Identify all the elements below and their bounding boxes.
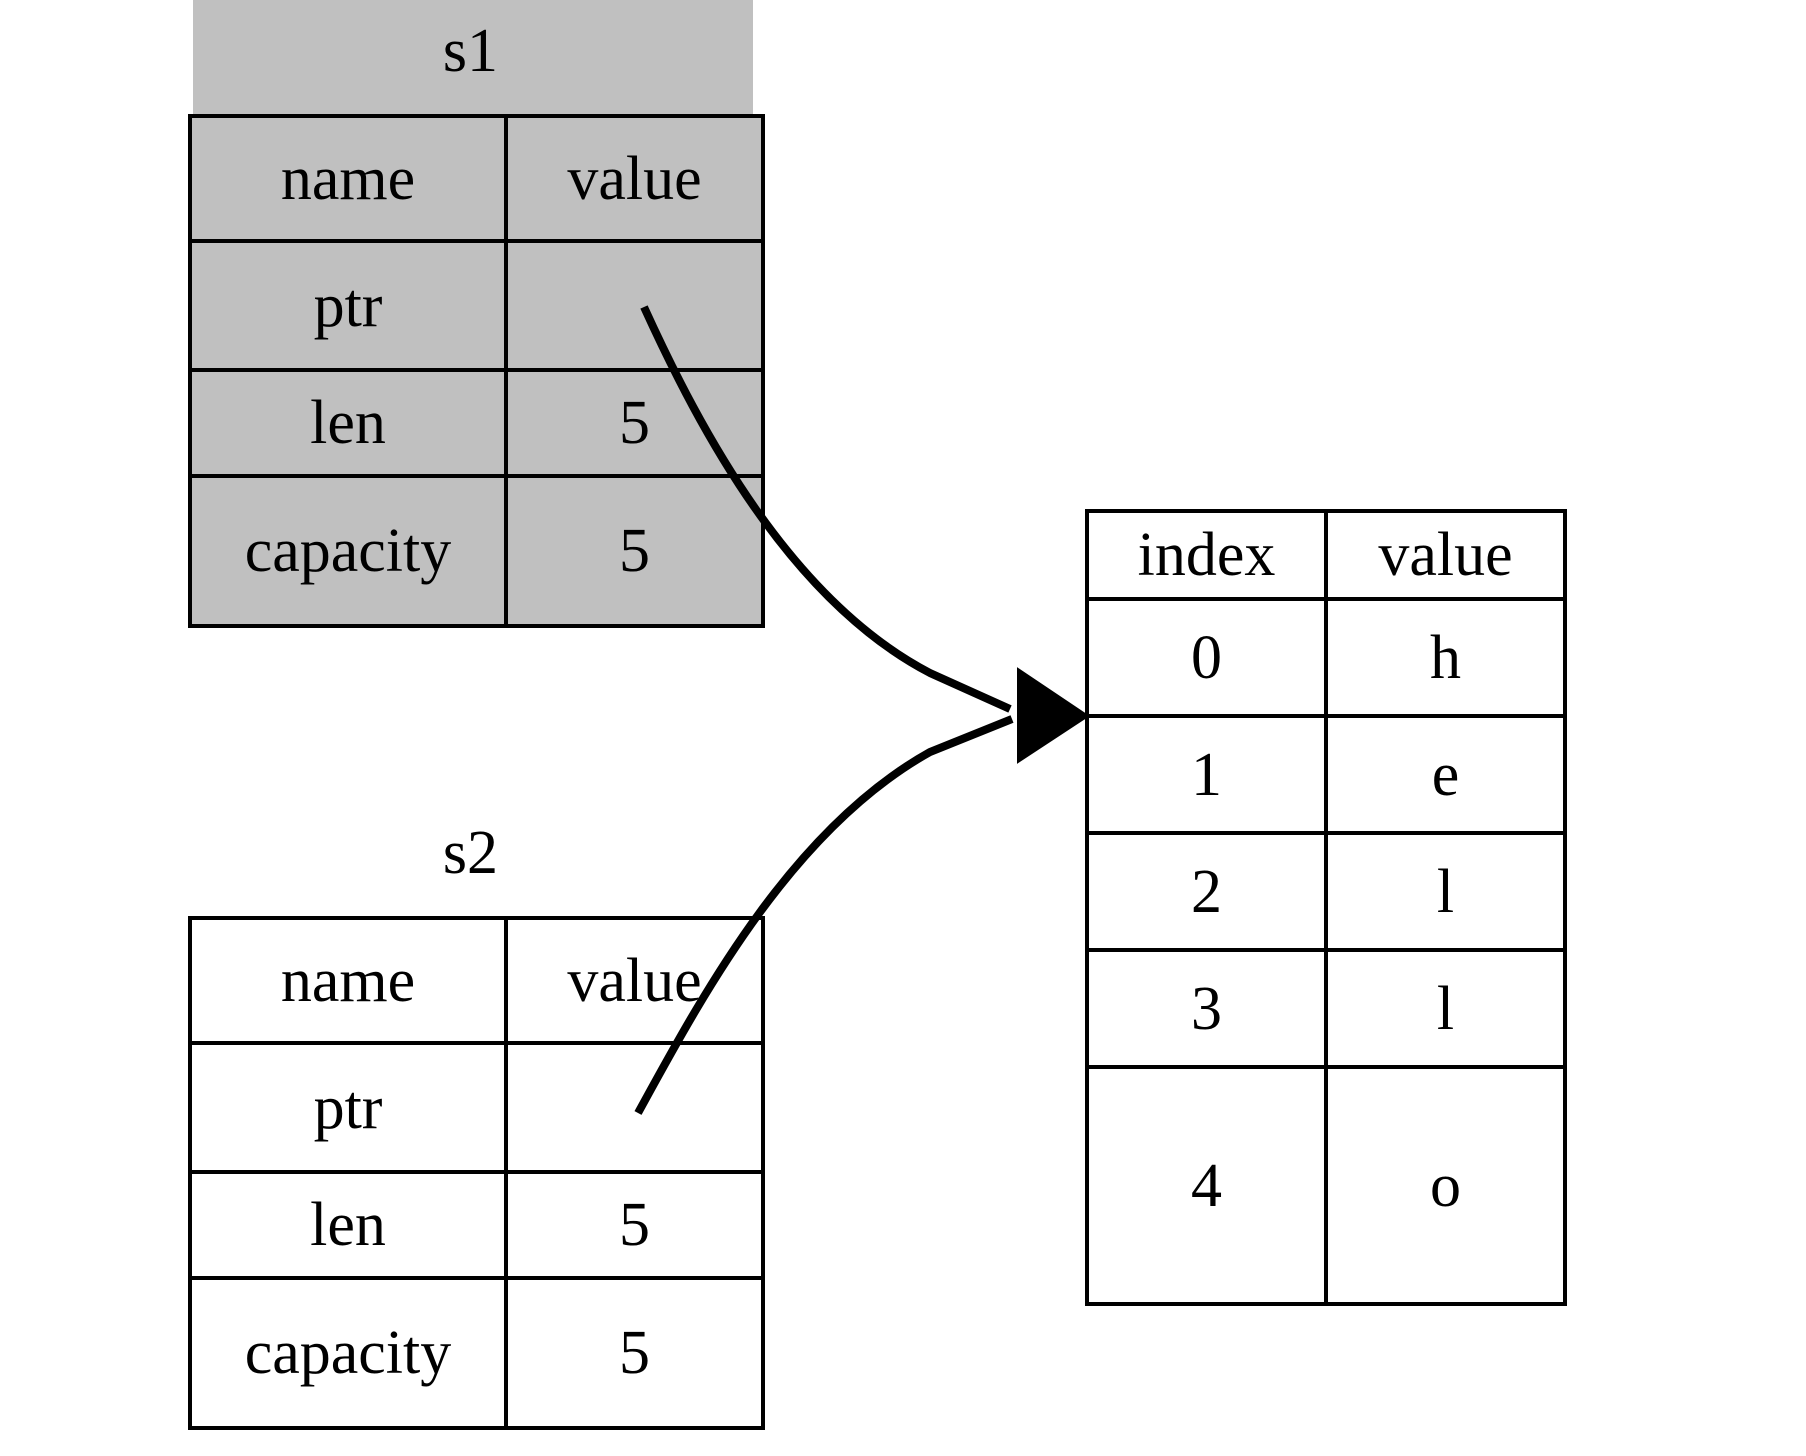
array-value-0: h bbox=[1324, 597, 1567, 718]
s1-row-len: len 5 bbox=[188, 368, 765, 478]
s2-header-row: name value bbox=[188, 916, 765, 1045]
s2-cell-len-value: 5 bbox=[504, 1170, 765, 1280]
s2-row-len: len 5 bbox=[188, 1170, 765, 1280]
s2-row-ptr: ptr bbox=[188, 1041, 765, 1174]
s2-title: s2 bbox=[442, 819, 499, 887]
s1-header-name: name bbox=[188, 114, 508, 243]
array-index-2: 2 bbox=[1085, 831, 1328, 952]
s2-cell-ptr-name: ptr bbox=[188, 1041, 508, 1174]
array-index-4: 4 bbox=[1085, 1065, 1328, 1306]
array-header-row: index value bbox=[1085, 509, 1567, 601]
s2-header-value: value bbox=[504, 916, 765, 1045]
array-header-index: index bbox=[1085, 509, 1328, 601]
s2-struct-table: name value ptr len 5 capacity 5 bbox=[188, 916, 765, 1430]
array-index-0: 0 bbox=[1085, 597, 1328, 718]
array-value-4: o bbox=[1324, 1065, 1567, 1306]
s2-cell-ptr-value bbox=[504, 1041, 765, 1174]
array-row-2: 2 l bbox=[1085, 831, 1567, 952]
array-row-3: 3 l bbox=[1085, 948, 1567, 1069]
s1-cell-len-value: 5 bbox=[504, 368, 765, 478]
s1-cell-ptr-value bbox=[504, 239, 765, 372]
array-row-4: 4 o bbox=[1085, 1065, 1567, 1306]
array-index-3: 3 bbox=[1085, 948, 1328, 1069]
s1-struct-table: name value ptr len 5 capacity 5 bbox=[188, 114, 765, 628]
array-value-2: l bbox=[1324, 831, 1567, 952]
s1-row-ptr: ptr bbox=[188, 239, 765, 372]
s1-cell-capacity-value: 5 bbox=[504, 474, 765, 628]
s1-cell-ptr-name: ptr bbox=[188, 239, 508, 372]
s1-header-row: name value bbox=[188, 114, 765, 243]
s1-cell-len-name: len bbox=[188, 368, 508, 478]
s2-header-name: name bbox=[188, 916, 508, 1045]
arrowhead-icon bbox=[1017, 667, 1090, 764]
s1-cell-capacity-name: capacity bbox=[188, 474, 508, 628]
s2-cell-capacity-value: 5 bbox=[504, 1276, 765, 1430]
array-value-3: l bbox=[1324, 948, 1567, 1069]
array-index-1: 1 bbox=[1085, 714, 1328, 835]
s2-row-capacity: capacity 5 bbox=[188, 1276, 765, 1430]
array-value-1: e bbox=[1324, 714, 1567, 835]
s1-highlight-backdrop bbox=[193, 0, 753, 120]
s2-cell-len-name: len bbox=[188, 1170, 508, 1280]
s1-header-value: value bbox=[504, 114, 765, 243]
array-header-value: value bbox=[1324, 509, 1567, 601]
array-row-1: 1 e bbox=[1085, 714, 1567, 835]
heap-array-table: index value 0 h 1 e 2 l 3 l 4 o bbox=[1085, 509, 1567, 1306]
s1-title: s1 bbox=[442, 17, 499, 85]
s2-cell-capacity-name: capacity bbox=[188, 1276, 508, 1430]
s1-row-capacity: capacity 5 bbox=[188, 474, 765, 628]
array-row-0: 0 h bbox=[1085, 597, 1567, 718]
